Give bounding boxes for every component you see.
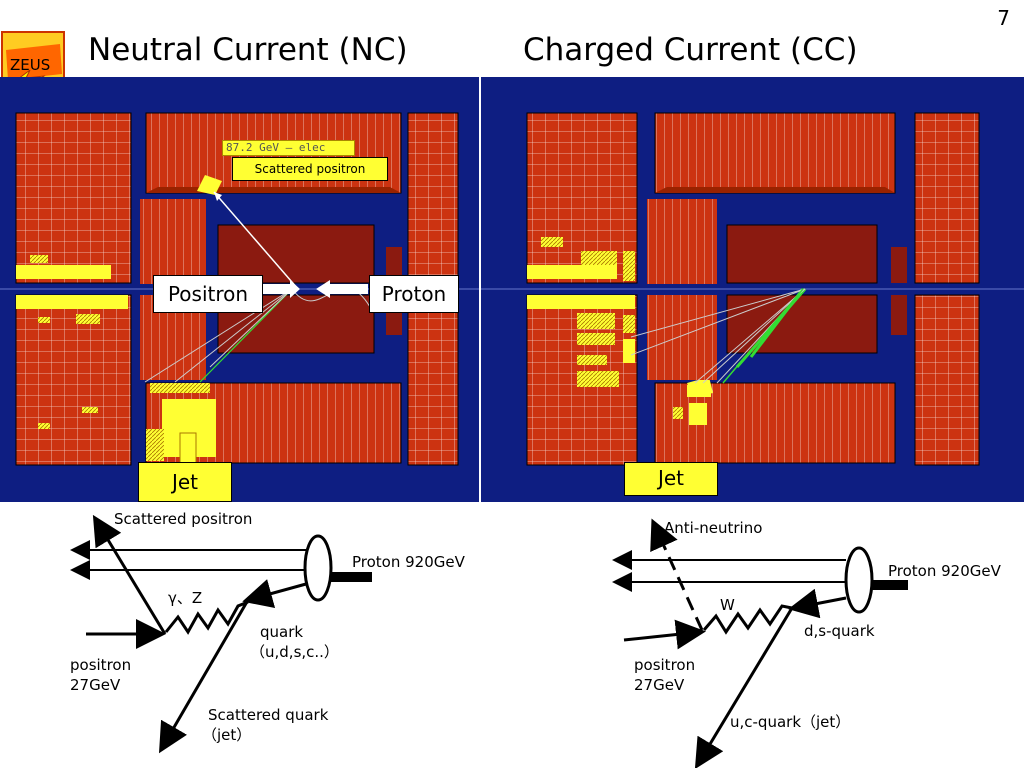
- nc-scattered-positron-label: Scattered positron: [232, 157, 388, 181]
- cc-event-display: Jet: [481, 77, 1024, 502]
- cc-diagram-quark: d,s-quark: [804, 622, 875, 640]
- cc-bcal-bottom: [654, 377, 896, 464]
- cc-proton-blob: [844, 546, 874, 614]
- cc-diagram-boson: W: [720, 596, 735, 614]
- cc-diagram-antineutrino: Anti-neutrino: [664, 519, 763, 537]
- nc-proton-blob: [303, 534, 333, 602]
- nc-bcal-bottom: [145, 382, 402, 464]
- proton-beam-arrow: [316, 280, 368, 298]
- nc-diagram-jet: （jet）: [202, 726, 252, 744]
- cc-inner-detector: [647, 199, 907, 380]
- nc-diagram-positron-energy: 27GeV: [70, 676, 121, 694]
- nc-diagram-quark: quark: [260, 623, 304, 641]
- nc-jet-label: Jet: [138, 462, 232, 502]
- nc-diagram-quark-types: （u,d,s,c..）: [250, 643, 339, 661]
- title-neutral-current: Neutral Current (NC): [88, 32, 408, 68]
- cc-boson-line: [702, 604, 793, 635]
- positron-beam-arrow: [262, 280, 300, 298]
- svg-text:ZEUS: ZEUS: [10, 56, 50, 74]
- nc-diagram-positron: positron: [70, 656, 132, 674]
- nc-diagram-scattered-positron: Scattered positron: [114, 510, 253, 528]
- nc-event-display: 87.2 GeV — elec Scattered positron Posit…: [0, 77, 479, 502]
- cc-diagram-proton: Proton 920GeV: [888, 562, 1001, 580]
- cc-diagram-outgoing-quark: u,c-quark（jet）: [730, 713, 851, 731]
- cc-rcal: [526, 112, 638, 466]
- cc-diagram-positron-energy: 27GeV: [634, 676, 685, 694]
- nc-boson-line: [164, 600, 249, 635]
- cc-feynman-diagram: [612, 518, 908, 768]
- nc-feynman-diagram: [70, 514, 372, 754]
- nc-rcal: [15, 112, 132, 466]
- cc-jet-label: Jet: [624, 462, 718, 496]
- nc-diagram-boson: γ、Z: [168, 589, 203, 607]
- proton-label: Proton: [369, 275, 459, 313]
- cc-fcal: [914, 112, 980, 466]
- positron-label: Positron: [153, 275, 263, 313]
- nc-diagram-proton: Proton 920GeV: [352, 553, 465, 571]
- cc-bcal-top: [654, 112, 896, 194]
- nc-energy-label: 87.2 GeV — elec: [222, 140, 355, 156]
- nc-diagram-scattered-quark: Scattered quark: [208, 706, 329, 724]
- cc-tracks: [630, 288, 807, 384]
- cc-diagram-positron: positron: [634, 656, 696, 674]
- nc-fcal: [407, 112, 459, 466]
- title-charged-current: Charged Current (CC): [523, 32, 858, 68]
- page-number: 7: [997, 6, 1010, 30]
